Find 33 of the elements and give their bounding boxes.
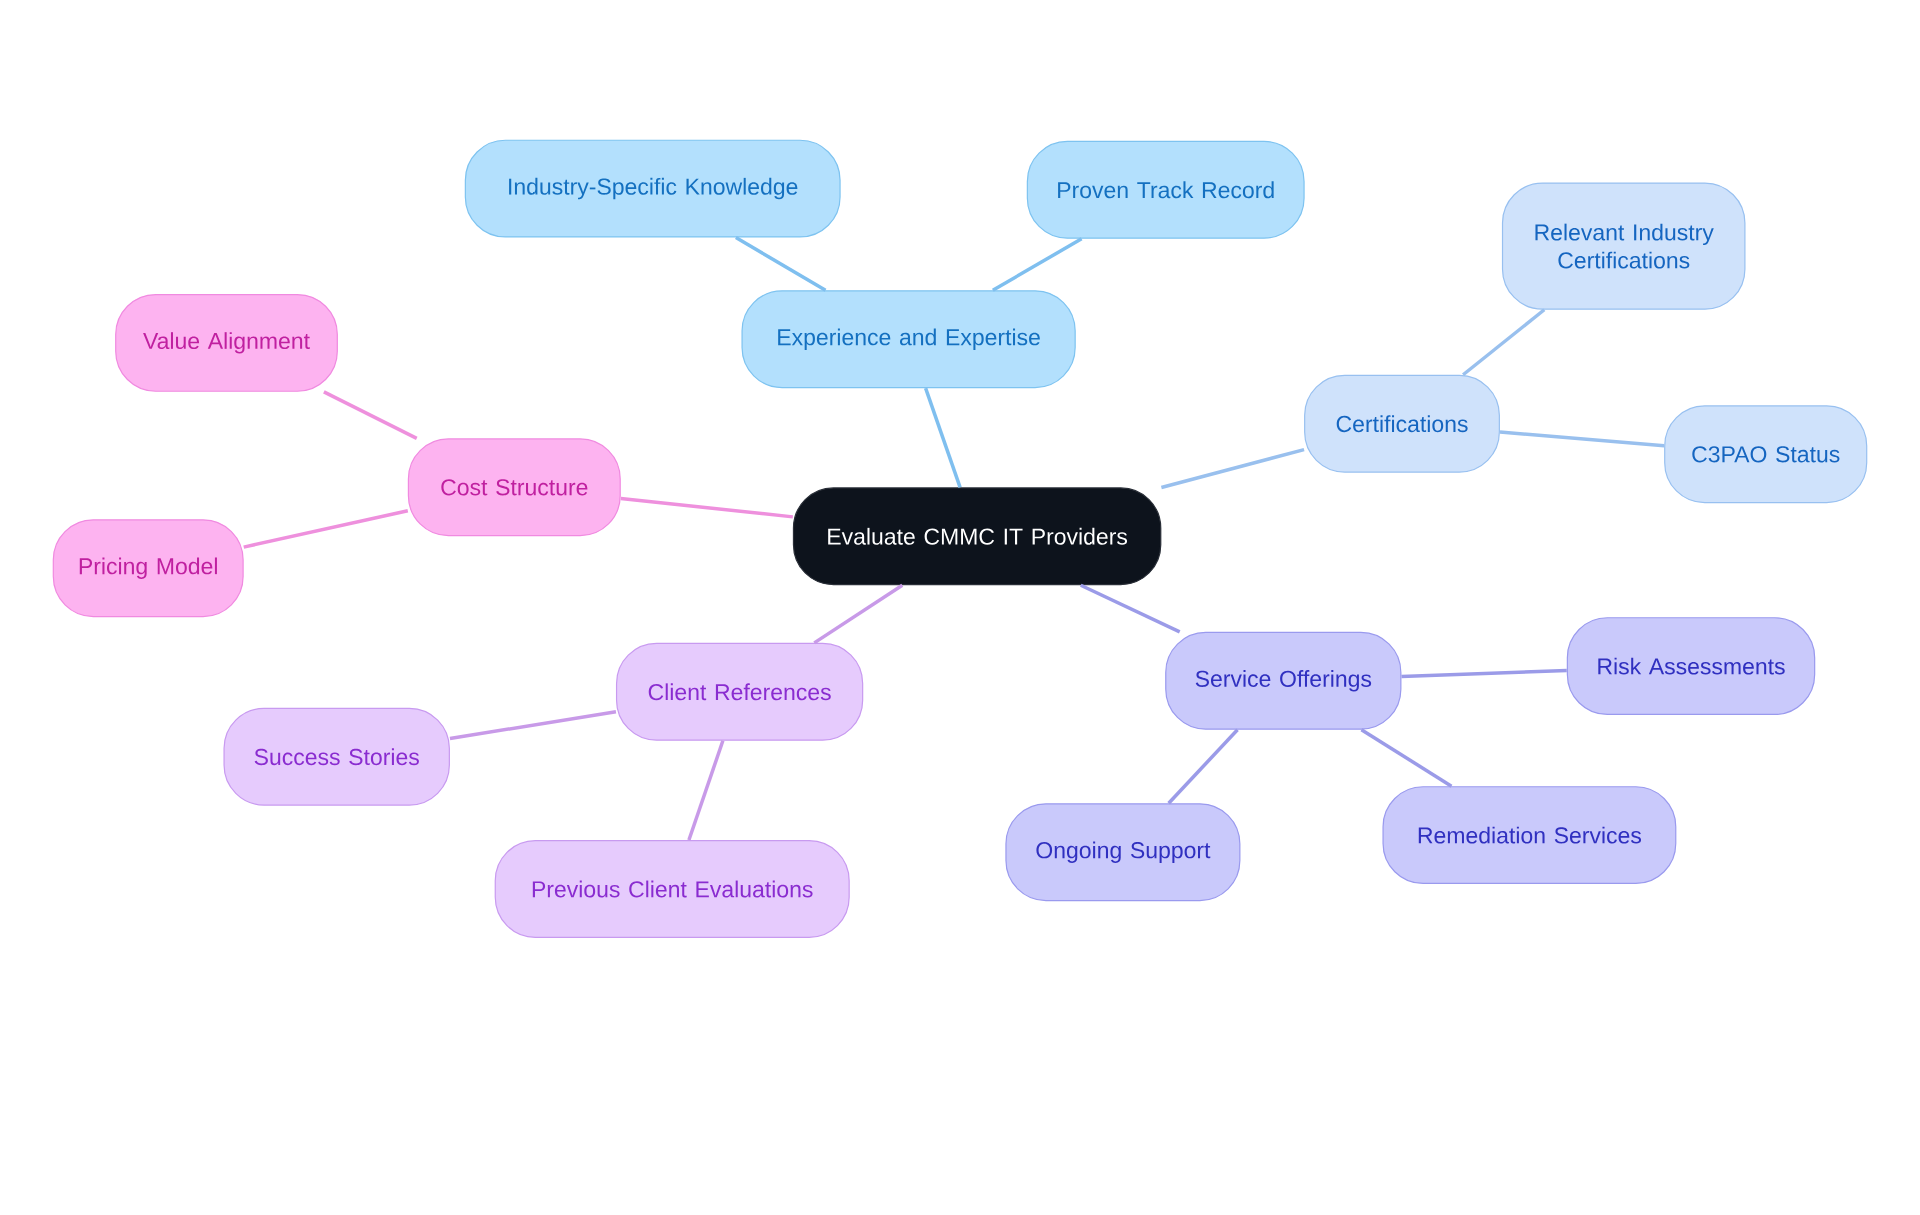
connector-line <box>1167 728 1239 805</box>
connector-line <box>1160 447 1305 490</box>
topic-box: Cost Structure <box>407 438 621 537</box>
topic-box: Experience and Expertise <box>741 290 1076 389</box>
topic-box: Pricing Model <box>52 519 244 618</box>
topic-box: Proven Track Record <box>1026 140 1305 239</box>
topic-box: Previous Client Evaluations <box>494 840 850 938</box>
connector-line <box>813 583 904 645</box>
connector-line <box>1401 668 1567 679</box>
topic-box: Risk Assessments <box>1566 617 1816 716</box>
topic-box: Ongoing Support <box>1005 803 1241 902</box>
topic-box: C3PAO Status <box>1664 405 1868 504</box>
connector-line <box>323 390 418 440</box>
connector-line <box>734 236 827 292</box>
connector-line <box>620 496 794 519</box>
topic-box: Relevant Industry Certifications <box>1501 182 1746 310</box>
central-topic-box: Evaluate CMMC IT Providers <box>792 487 1162 586</box>
topic-box: Industry-Specific Knowledge <box>464 139 841 238</box>
connector-line <box>449 710 617 741</box>
connector-line <box>1080 583 1181 634</box>
connector-line <box>1499 430 1665 448</box>
topic-box: Service Offerings <box>1165 631 1402 730</box>
connector-line <box>923 387 962 488</box>
connector-line <box>1462 308 1546 377</box>
connector-line <box>1360 728 1453 788</box>
connector-line <box>992 237 1083 292</box>
topic-box: Success Stories <box>223 707 450 806</box>
connector-line <box>243 509 409 549</box>
topic-box: Client References <box>615 642 864 741</box>
connector-line <box>687 740 725 841</box>
topic-box: Remediation Services <box>1382 786 1677 885</box>
topic-box: Value Alignment <box>115 293 338 392</box>
topic-box: Certifications <box>1304 374 1500 473</box>
